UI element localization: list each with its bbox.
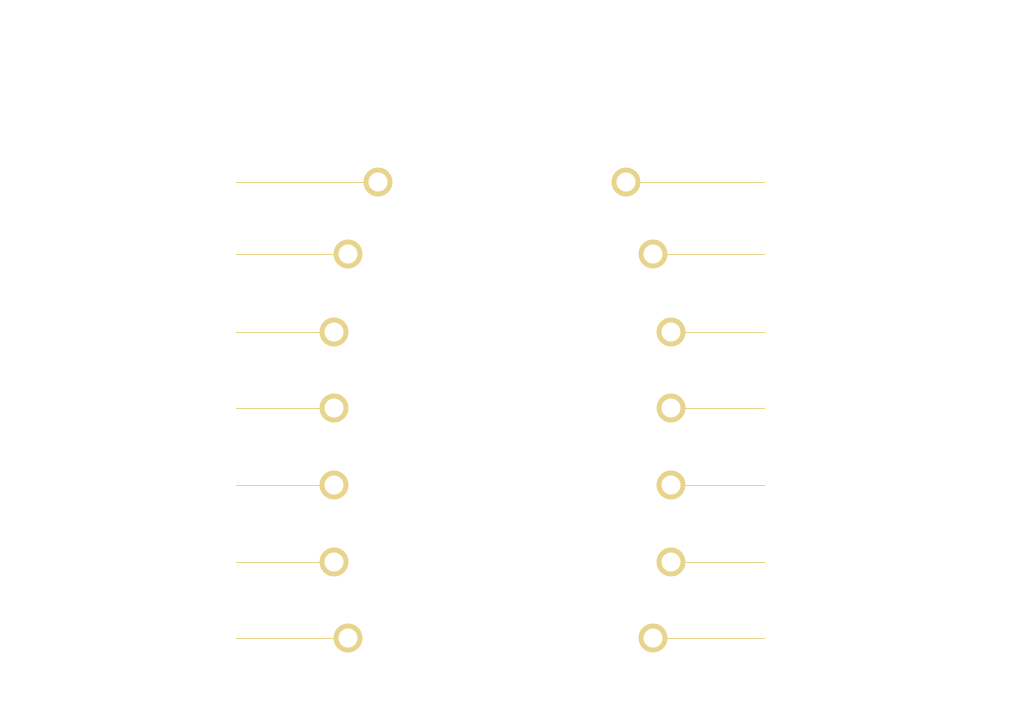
left-node-circle bbox=[333, 239, 363, 269]
left-node-circle bbox=[319, 393, 349, 423]
left-node-circle bbox=[333, 623, 363, 653]
right-node-circle bbox=[656, 470, 686, 500]
right-node-circle bbox=[638, 623, 668, 653]
left-node-circle bbox=[319, 317, 349, 347]
left-node-circle bbox=[319, 547, 349, 577]
right-node-circle bbox=[656, 393, 686, 423]
left-node-circle bbox=[363, 167, 393, 197]
right-node-circle bbox=[656, 317, 686, 347]
right-node-circle bbox=[656, 547, 686, 577]
left-node-circle bbox=[319, 470, 349, 500]
right-node-circle bbox=[611, 167, 641, 197]
right-node-circle bbox=[638, 239, 668, 269]
